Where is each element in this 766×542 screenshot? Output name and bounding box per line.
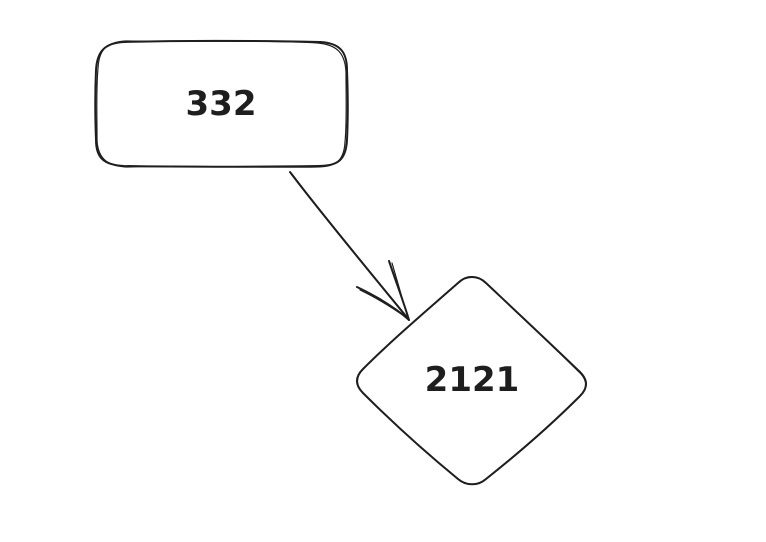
node-rect-outline bbox=[94, 39, 349, 168]
edge-arrow-shaft-sketch bbox=[291, 173, 409, 319]
node-diamond-outline-sketch bbox=[356, 276, 587, 485]
node-diamond-label: 2121 bbox=[425, 360, 520, 400]
node-diamond[interactable]: 2121 bbox=[356, 276, 587, 486]
node-rect-label: 332 bbox=[186, 84, 257, 124]
edge-arrow[interactable] bbox=[289, 171, 410, 321]
edge-arrowhead-sketch bbox=[359, 262, 409, 319]
node-rect-outline-sketch bbox=[96, 40, 347, 168]
node-rect[interactable]: 332 bbox=[94, 39, 349, 168]
